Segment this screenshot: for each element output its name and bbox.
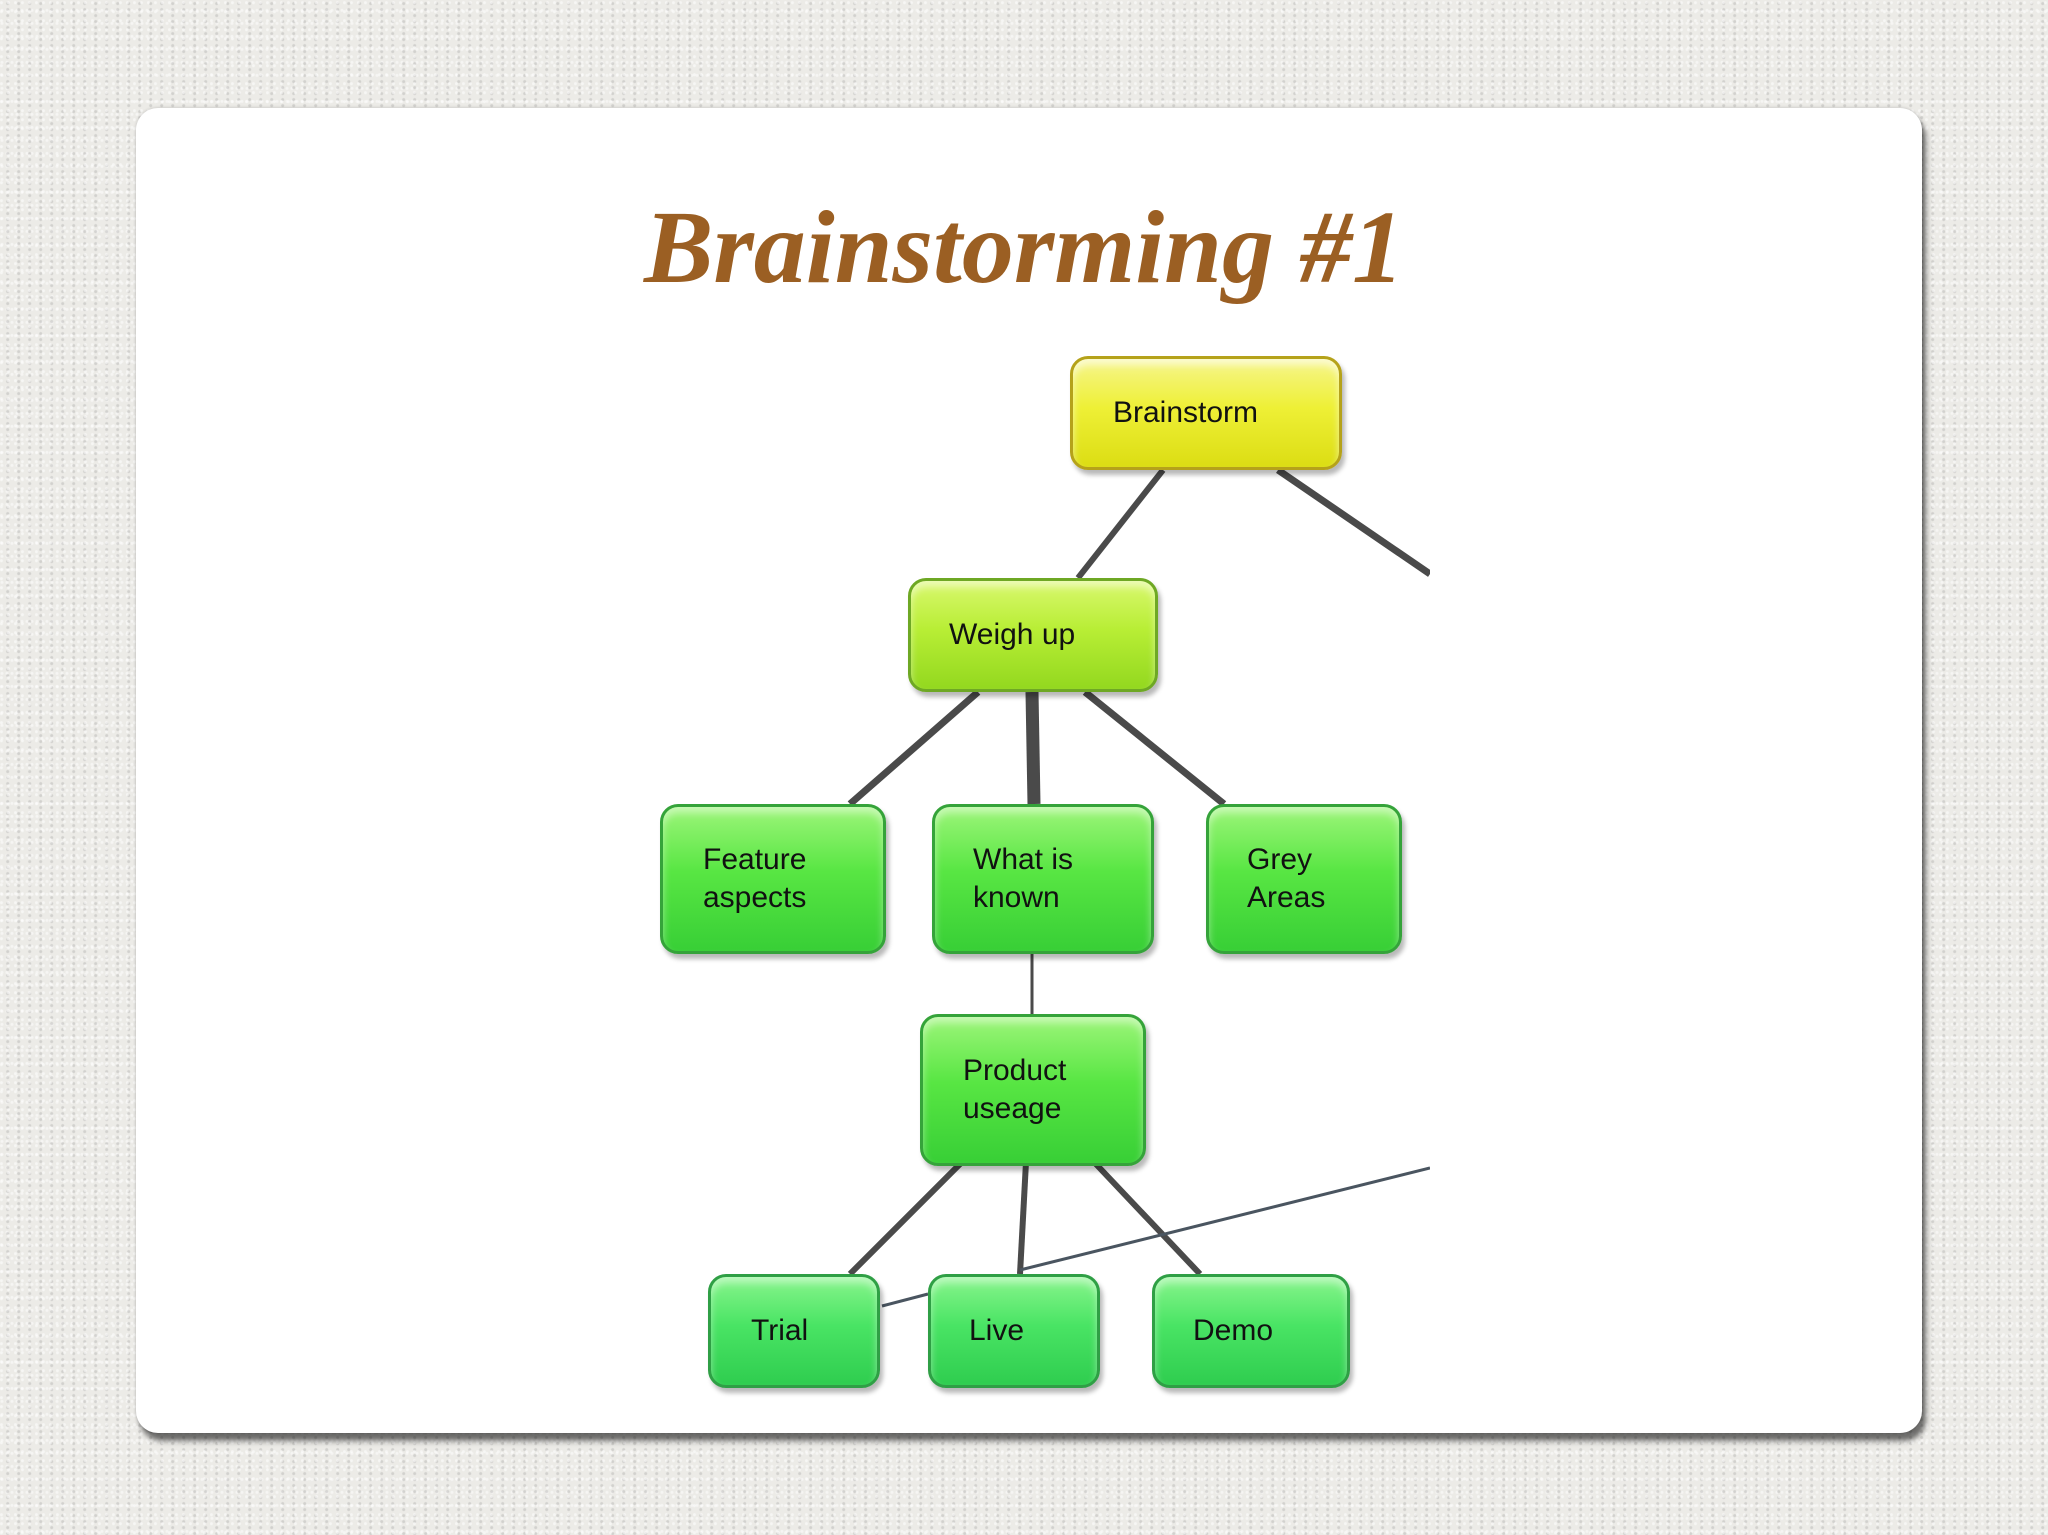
node-brainstorm-label: Brainstorm [1113, 396, 1259, 429]
mind-map-diagram: Brainstorm Weigh up Feature aspects What… [618, 322, 1430, 1422]
edge-weigh-up-grey-areas [1082, 689, 1227, 807]
node-what-is-known-label: What is known [973, 843, 1074, 914]
edge-weigh-up-feature-aspects [847, 689, 981, 807]
edge-trial-live [881, 1292, 929, 1308]
connector-layer [847, 467, 1430, 1308]
node-grey-areas-label: Grey Areas [1247, 843, 1326, 914]
node-feature-aspects-label: Feature aspects [703, 843, 807, 914]
node-product-useage-label: Product useage [963, 1054, 1067, 1125]
edge-product-useage-trial [847, 1159, 965, 1277]
edge-brainstorm-weigh-up [1075, 468, 1166, 580]
node-trial[interactable]: Trial [708, 1274, 880, 1388]
node-grey-areas[interactable]: Grey Areas [1206, 804, 1402, 954]
edge-weigh-up-what-is-known [1025, 691, 1041, 805]
edge-product-useage-demo [1091, 1159, 1203, 1277]
node-weigh-up[interactable]: Weigh up [908, 578, 1158, 692]
node-product-useage[interactable]: Product useage [920, 1014, 1146, 1166]
node-live-label: Live [969, 1314, 1025, 1347]
node-brainstorm[interactable]: Brainstorm [1070, 356, 1342, 470]
edge-live-offscreen [1019, 1166, 1430, 1272]
node-trial-label: Trial [751, 1314, 809, 1347]
node-demo[interactable]: Demo [1152, 1274, 1350, 1388]
node-what-is-known[interactable]: What is known [932, 804, 1154, 954]
edge-brainstorm-offscreen [1276, 467, 1430, 577]
node-demo-label: Demo [1193, 1314, 1274, 1347]
node-weigh-up-label: Weigh up [949, 618, 1076, 651]
slide-title: Brainstorming #1 [643, 190, 1405, 305]
node-feature-aspects[interactable]: Feature aspects [660, 804, 886, 954]
edge-product-useage-live [1017, 1161, 1029, 1275]
node-live[interactable]: Live [928, 1274, 1100, 1388]
